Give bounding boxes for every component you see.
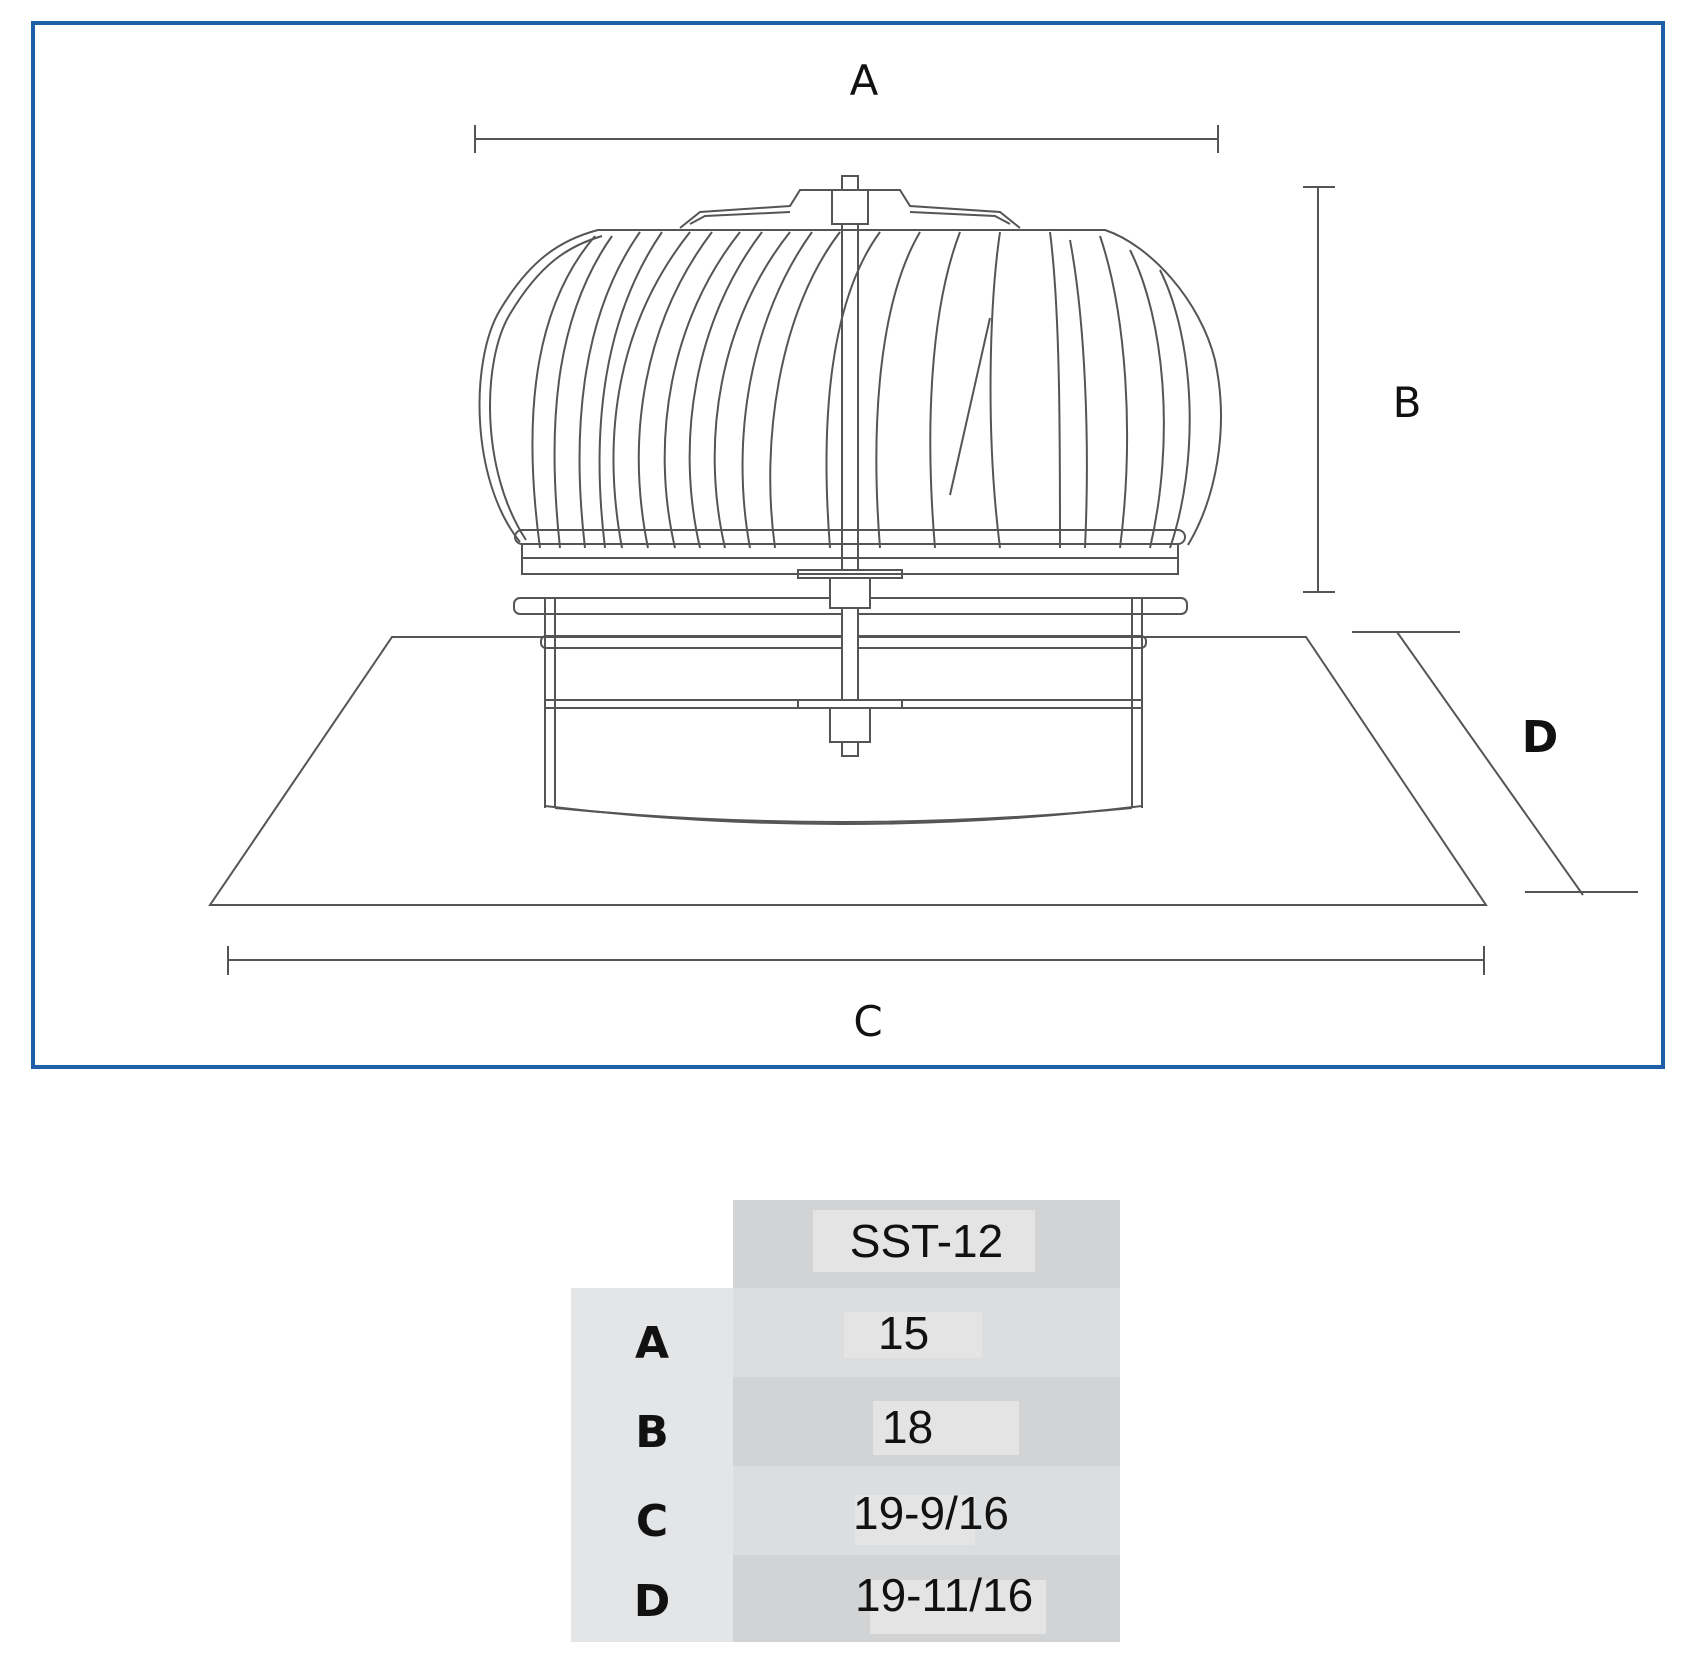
value-chip-d [870,1580,1046,1634]
turbine-vent-diagram: A B C D [31,21,1665,1069]
dimension-b [1303,186,1335,593]
row-label-d: D [633,1575,671,1627]
row-label-a: A [634,1317,670,1369]
table-header-bg [733,1200,1120,1290]
table-row-d-bg [733,1555,1120,1642]
dimension-d [1352,631,1638,896]
table-row-c-bg [733,1466,1120,1555]
row-value-b: 18 [882,1401,934,1453]
center-shaft [797,175,903,757]
turbine-head [478,229,1222,575]
row-value-a: 15 [878,1307,930,1359]
value-chip-c [855,1495,975,1545]
table-label-column-bg [571,1288,733,1642]
row-label-b: B [635,1406,669,1458]
dimension-c-label: C [853,997,882,1046]
dimension-b-label: B [1393,378,1422,427]
model-name: SST-12 [849,1215,1004,1267]
dimension-d-label: D [1522,712,1559,763]
table-row-b-bg [733,1377,1120,1466]
turbine-cap [679,189,1021,229]
row-label-c: C [635,1495,669,1547]
row-value-d: 19-11/16 [855,1569,1034,1621]
dimension-a [474,125,1219,153]
dimension-c [227,946,1485,975]
row-value-c: 19-9/16 [853,1487,1010,1539]
value-chip-a [844,1312,982,1358]
diagram-border [31,21,1665,1069]
value-chip-b [873,1401,1019,1455]
table-row-a-bg [733,1288,1120,1377]
dimension-a-label: A [850,56,879,105]
model-chip [813,1210,1035,1272]
